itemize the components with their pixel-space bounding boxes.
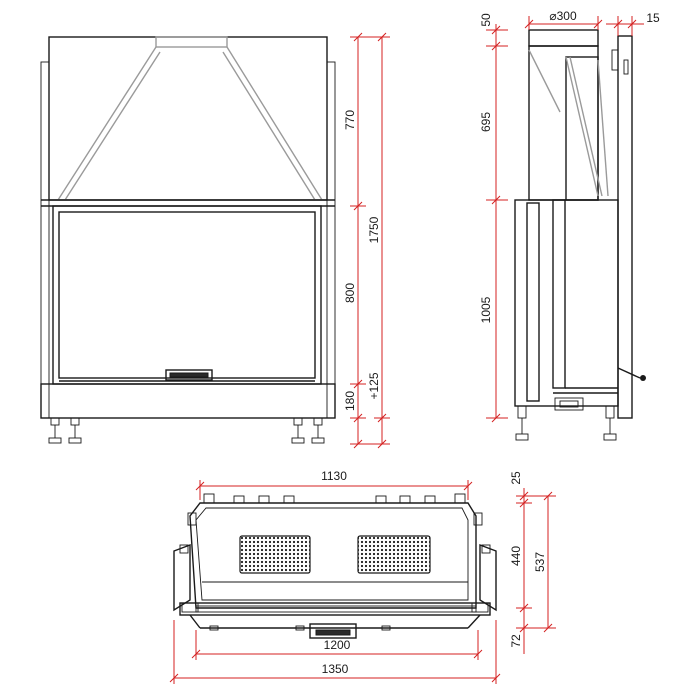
side-door-profile: [526, 202, 540, 402]
dim-base-offset: +125: [367, 372, 381, 399]
hood-left-edge: [57, 46, 157, 201]
hood-collar: [155, 36, 228, 48]
plan-outer-body: [189, 502, 477, 609]
dim-flue-diameter: ⌀300: [549, 9, 577, 23]
dim-collar-height: 50: [479, 13, 493, 27]
hood-right-inner-edge: [222, 51, 316, 201]
door-frame: [52, 205, 322, 385]
side-view: 50 ⌀300 15 695 1005: [479, 9, 660, 441]
door-handle-grip: [169, 372, 209, 378]
plan-dimensions: [169, 480, 556, 684]
front-view: 770 1750 800 180 +125: [40, 32, 390, 449]
hood-body: [48, 36, 328, 201]
plan-right-grille: [357, 535, 431, 574]
hood-left-inner-edge: [64, 51, 161, 201]
dim-lower-height: 1005: [479, 296, 493, 323]
flue-collar: [528, 29, 599, 47]
dim-depth-total: 537: [533, 552, 547, 572]
side-lever: [617, 367, 641, 379]
plan-rear-studs: [203, 493, 466, 504]
hood-right-edge: [226, 46, 323, 201]
dim-wall-gap: 15: [646, 11, 660, 25]
side-lower-body: [514, 199, 619, 407]
plan-left-rear-block: [187, 512, 197, 526]
side-wall-panel: [617, 35, 633, 419]
dim-depth-inner: 440: [509, 546, 523, 566]
plan-door-handle: [309, 623, 357, 639]
plan-view: 1130 25 440 537 72 1200 1350: [169, 469, 556, 684]
dim-base-height: 180: [343, 391, 357, 411]
front-left-side-panel: [40, 61, 50, 419]
front-dimensions: [350, 32, 390, 449]
dim-rear-offset: 25: [509, 471, 523, 485]
side-dimensions: [486, 16, 644, 423]
front-base: [40, 383, 336, 419]
side-hood-body: [528, 45, 599, 201]
side-feet: [515, 405, 617, 441]
dim-front-offset: 72: [509, 634, 523, 648]
plan-door-handle-grip: [315, 629, 351, 636]
side-air-vent: [554, 397, 584, 411]
dim-upper-height: 695: [479, 112, 493, 132]
plan-door-front: [179, 602, 491, 616]
dim-total-height: 1750: [367, 216, 381, 243]
plan-left-grille: [239, 535, 311, 574]
door-glass: [58, 211, 316, 379]
dim-door-height: 800: [343, 283, 357, 303]
plan-right-rear-block: [473, 512, 483, 526]
dim-total-width: 1350: [322, 662, 349, 676]
dim-hood-height: 770: [343, 110, 357, 130]
plan-left-side-panel: [173, 543, 191, 612]
dim-rear-width: 1130: [321, 469, 347, 483]
front-right-side-panel: [326, 61, 336, 419]
front-feet: [48, 417, 325, 444]
side-lever-knob: [640, 375, 646, 381]
dim-door-width: 1200: [324, 638, 351, 652]
plan-right-side-panel: [479, 543, 497, 612]
door-handle: [165, 369, 213, 381]
